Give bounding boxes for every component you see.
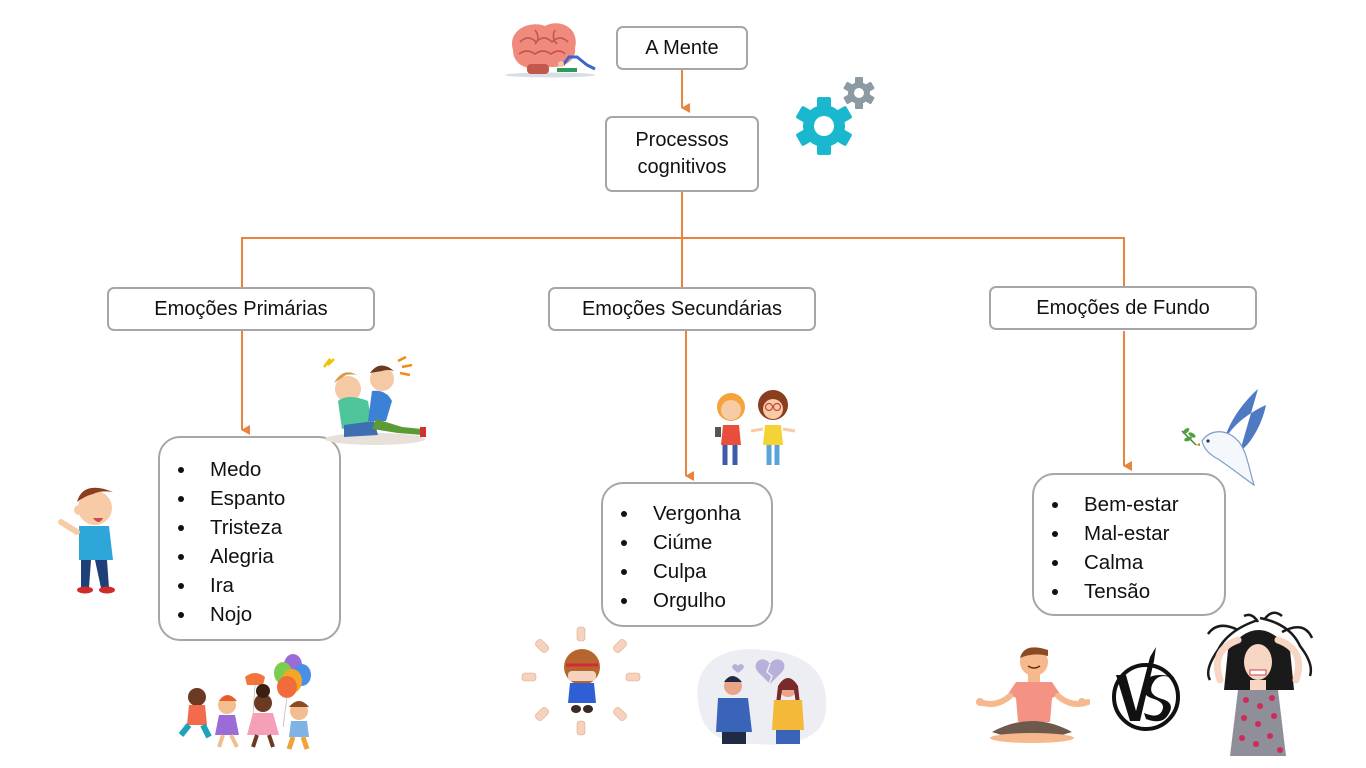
secondary-emotions-node: Emoções Secundárias [548,287,816,331]
processes-node-line1: Processos [635,129,729,151]
meditating-man-illustration [976,647,1090,743]
root-node: A Mente [616,26,748,70]
kids-fighting-illustration [323,355,426,445]
secondary-emotions-list: Vergonha Ciúme Culpa Orgulho [601,482,773,627]
peace-dove-illustration [1181,389,1266,487]
secondary-emotions-label: Emoções Secundárias [581,297,783,320]
background-emotions-node: Emoções de Fundo [989,286,1257,330]
list-item: Tensão [1034,577,1224,606]
list-item: Bem-estar [1034,490,1224,519]
background-emotions-list: Bem-estar Mal-estar Calma Tensão [1032,473,1226,616]
list-item: Espanto [160,484,339,513]
list-item: Culpa [603,557,771,586]
list-item: Vergonha [603,499,771,528]
background-emotions-label: Emoções de Fundo [1036,296,1210,319]
list-item: Ira [160,571,339,600]
primary-emotions-list: Medo Espanto Tristeza Alegria Ira Nojo [158,436,341,641]
list-item: Alegria [160,542,339,571]
primary-emotions-label: Emoções Primárias [154,297,328,320]
list-item: Ciúme [603,528,771,557]
versus-icon [1112,647,1180,731]
list-item: Mal-estar [1034,519,1224,548]
processes-node-line2: cognitivos [637,156,727,178]
ashamed-girl-pointed-at-illustration [521,626,641,736]
broken-heart-couple-illustration [697,649,827,745]
disgusted-boy-illustration [58,487,115,594]
processes-node: Processos cognitivos [605,116,759,192]
list-item: Orgulho [603,586,771,615]
list-item: Nojo [160,600,339,629]
connector-bar-right [682,237,1125,288]
jealous-girls-illustration [715,390,796,465]
primary-emotions-node: Emoções Primárias [107,287,375,331]
brain-with-mechanic-illustration [505,23,596,78]
happy-kids-with-balloons-illustration [178,654,311,750]
list-item: Tristeza [160,513,339,542]
stressed-woman-illustration [1206,611,1314,756]
root-node-label: A Mente [645,36,719,59]
list-item: Calma [1034,548,1224,577]
gears-icon [796,77,875,155]
connector-bar-left [241,237,682,288]
list-item: Medo [160,455,339,484]
